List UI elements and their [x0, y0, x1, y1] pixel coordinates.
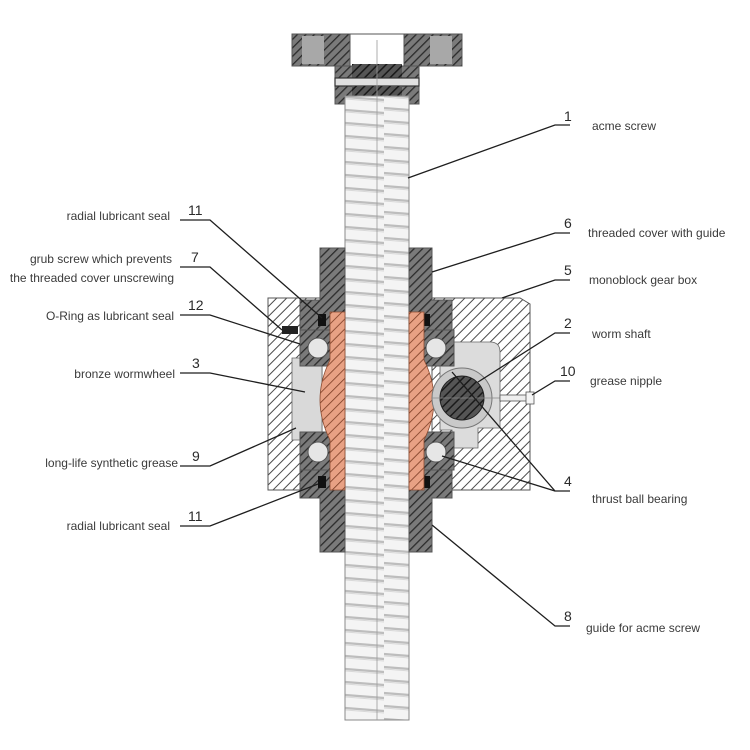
callout-label: bronze wormwheel	[74, 367, 175, 381]
thrust-ball-bearings	[299, 329, 455, 471]
callout-number: 11	[188, 508, 203, 524]
callout-4: 4 thrust ball bearing	[564, 473, 687, 506]
callout-number: 1	[564, 108, 572, 124]
callout-number: 4	[564, 473, 572, 489]
grease-nipple	[499, 391, 535, 405]
callout-label: radial lubricant seal	[67, 209, 170, 223]
callout-number: 8	[564, 608, 572, 624]
callout-label: worm shaft	[591, 327, 651, 341]
callout-10: 10 grease nipple	[560, 363, 662, 388]
callout-number: 5	[564, 262, 572, 278]
callout-8: 8 guide for acme screw	[564, 608, 700, 635]
callout-3: 3 bronze wormwheel	[74, 355, 200, 381]
radial-seals	[282, 314, 430, 488]
callout-number: 2	[564, 315, 572, 331]
callout-label: grease nipple	[590, 374, 662, 388]
acme-screw	[344, 40, 410, 721]
callout-12: 12 O-Ring as lubricant seal	[46, 297, 204, 323]
worm-shaft	[431, 367, 530, 429]
callout-label: grub screw which prevents	[30, 252, 172, 266]
callout-1: 1 acme screw	[564, 108, 656, 133]
callout-5: 5 monoblock gear box	[564, 262, 697, 287]
leader-lines	[180, 124, 570, 627]
callout-label: thrust ball bearing	[592, 492, 687, 506]
callout-label: threaded cover with guide	[588, 226, 726, 240]
callout-number: 11	[188, 202, 203, 218]
callout-6: 6 threaded cover with guide	[564, 215, 726, 240]
callout-11-top: 11 radial lubricant seal	[67, 202, 203, 223]
callout-number: 10	[560, 363, 576, 379]
callout-9: 9 long-life synthetic grease	[45, 448, 200, 470]
callout-2: 2 worm shaft	[564, 315, 651, 341]
callout-label-line2: the threaded cover unscrewing	[10, 271, 174, 285]
callout-number: 6	[564, 215, 572, 231]
callout-number: 3	[192, 355, 200, 371]
callout-label: radial lubricant seal	[67, 519, 170, 533]
guide-bottom	[299, 469, 453, 553]
callout-number: 9	[192, 448, 200, 464]
callout-11-bottom: 11 radial lubricant seal	[67, 508, 203, 533]
callout-label: acme screw	[592, 119, 656, 133]
callout-label: monoblock gear box	[589, 273, 697, 287]
callout-label: O-Ring as lubricant seal	[46, 309, 174, 323]
callout-number: 12	[188, 297, 204, 313]
callout-label: long-life synthetic grease	[45, 456, 178, 470]
callout-number: 7	[191, 249, 199, 265]
callout-7: 7 grub screw which prevents the threaded…	[10, 249, 199, 285]
callout-label: guide for acme screw	[586, 621, 700, 635]
